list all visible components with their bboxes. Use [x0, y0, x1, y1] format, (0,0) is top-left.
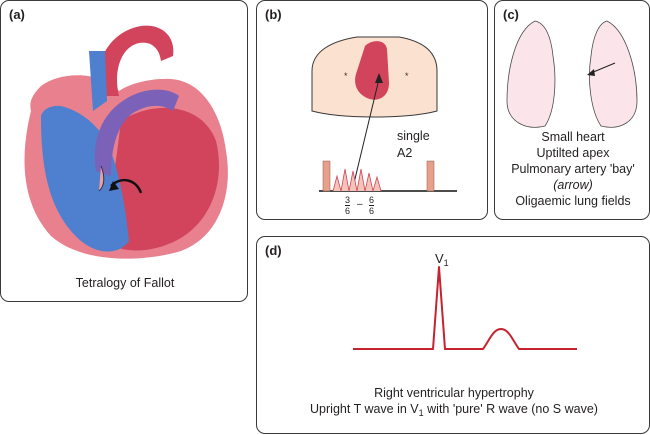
sound-label-single: single	[397, 129, 430, 143]
xray-line-4: (arrow)	[553, 178, 593, 192]
panel-c-label: (c)	[503, 7, 519, 22]
nipple-right: *	[405, 71, 409, 81]
xray-line-5: Oligaemic lung fields	[515, 194, 631, 208]
panel-d-label: (d)	[265, 243, 282, 258]
lead-v1-label: V1	[435, 251, 449, 268]
timing-den-1: 6	[345, 206, 351, 216]
lead-v1-sub: 1	[443, 258, 449, 268]
timing-fraction-1: 3 6	[345, 195, 351, 216]
xray-line-1: Small heart	[541, 130, 605, 144]
panel-d-caption: Right ventricular hypertrophy Upright T …	[257, 385, 650, 421]
aorta	[98, 25, 174, 96]
timing-num-1: 3	[345, 195, 351, 206]
shunt-arrowhead	[109, 181, 119, 191]
nipple-left: *	[344, 71, 348, 81]
ecg-caption-line-2: Upright T wave in V1 with 'pure' R wave …	[257, 401, 650, 421]
panel-a-caption: Tetralogy of Fallot	[75, 276, 175, 290]
murmur-waveform	[332, 168, 382, 192]
xray-line-3: Pulmonary artery 'bay'	[511, 162, 635, 176]
right-ventricle	[41, 105, 129, 252]
timing-fraction-2: 6 6	[369, 195, 375, 216]
ecg-caption-2-pre: Upright T wave in V	[310, 402, 419, 416]
left-lung	[506, 20, 556, 128]
timing-num-2: 6	[369, 195, 375, 206]
chest-xray-illustration	[506, 20, 638, 128]
tetralogy-heart-illustration	[24, 25, 228, 259]
pa-bay-arrow-shaft	[590, 62, 616, 74]
panel-a: (a) Tetralogy of Fallot	[0, 0, 248, 302]
panel-b: (b) * * single A2 3 6 – 6 6	[256, 0, 488, 220]
chest-auscultation-illustration: * *	[311, 36, 457, 192]
pointer-head	[375, 73, 383, 83]
panel-d: (d) V1 Right ventricular hypertrophy Upr…	[256, 236, 650, 434]
pulmonary-artery	[94, 89, 179, 176]
panel-b-label: (b)	[265, 7, 282, 22]
left-ventricle	[101, 107, 219, 251]
torso-heart	[355, 41, 389, 100]
ecg-caption-2-sub: 1	[418, 408, 424, 418]
xray-line-2: Uptilted apex	[536, 146, 610, 160]
auscultation-pointer	[353, 78, 380, 184]
sound-label-a2: A2	[397, 146, 413, 160]
panel-c-caption: Small heart Uptilted apex Pulmonary arte…	[495, 129, 650, 209]
svc	[89, 51, 107, 111]
pa-bay-arrowhead	[587, 69, 595, 76]
timing-den-2: 6	[369, 206, 375, 216]
ecg-caption-line-1: Right ventricular hypertrophy	[374, 386, 534, 400]
lead-v1-letter: V	[435, 251, 444, 266]
right-lung	[589, 20, 638, 128]
a2-bar	[426, 160, 435, 192]
ecg-trace	[353, 266, 577, 350]
s1-bar	[322, 160, 331, 192]
ecg-waveform	[353, 266, 577, 350]
panel-a-label: (a)	[9, 7, 25, 22]
ecg-caption-2-post: with 'pure' R wave (no S wave)	[423, 402, 598, 416]
valve	[98, 165, 105, 192]
timing-dash: –	[357, 199, 363, 210]
panel-c: (c) Small heart Uptilted apex Pulmonary …	[494, 0, 650, 220]
